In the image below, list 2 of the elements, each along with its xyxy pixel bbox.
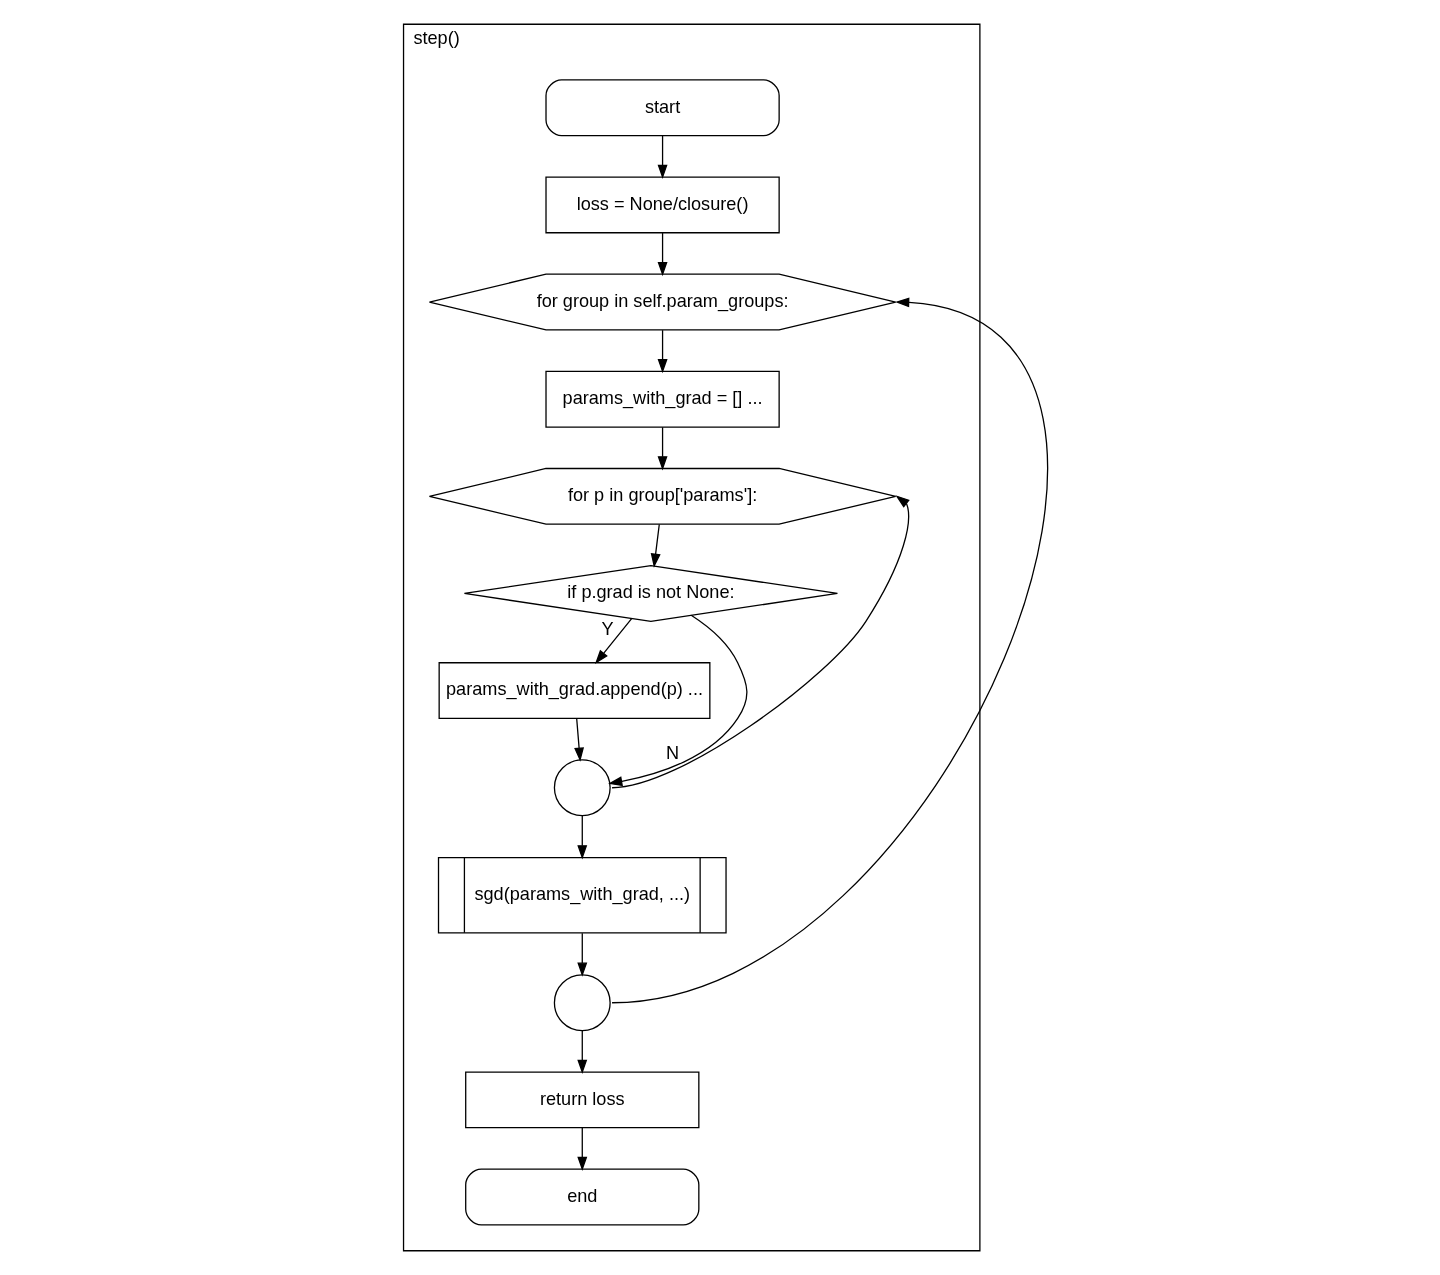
edge-label: Y <box>601 619 614 640</box>
edge-label: N <box>665 743 679 764</box>
